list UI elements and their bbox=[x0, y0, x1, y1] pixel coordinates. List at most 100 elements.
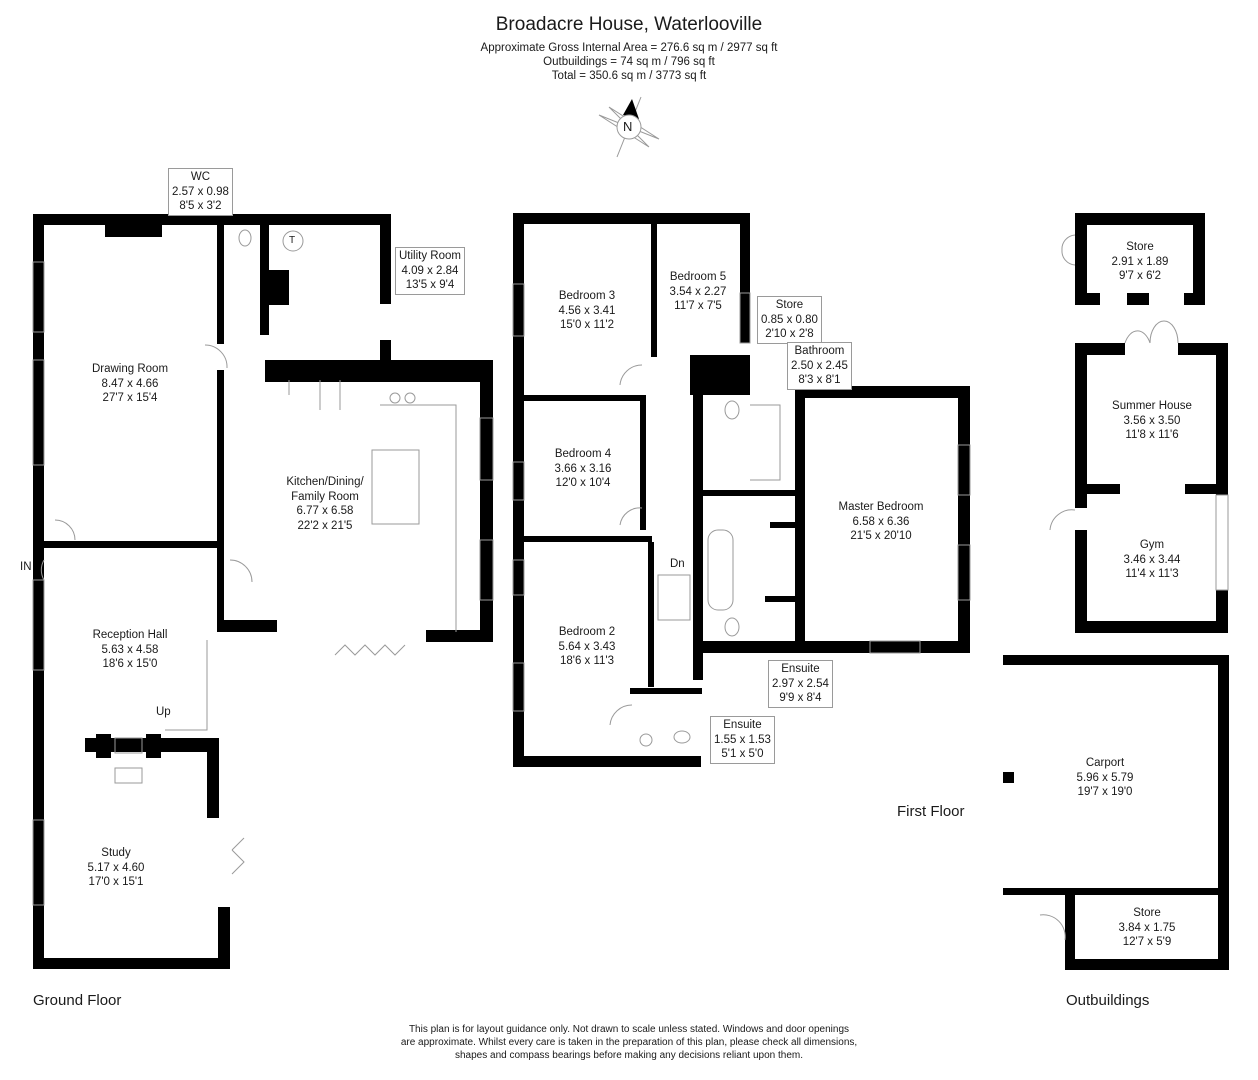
room-name: Ensuite bbox=[723, 719, 762, 731]
room-label-ensuite-master: Ensuite 2.97 x 2.54 9'9 x 8'4 bbox=[768, 660, 833, 708]
room-label-summer-house: Summer House 3.56 x 3.50 11'8 x 11'6 bbox=[1112, 399, 1192, 443]
room-dimensions-imperial: 18'6 x 15'0 bbox=[102, 658, 158, 670]
stairs-up-label: Up bbox=[156, 706, 171, 718]
room-dimensions-imperial: 18'6 x 11'3 bbox=[559, 655, 615, 667]
room-dimensions-imperial: 22'2 x 21'5 bbox=[297, 519, 353, 532]
room-dimensions-imperial: 21'5 x 20'10 bbox=[850, 530, 912, 542]
room-name: Store bbox=[775, 299, 804, 311]
room-name: Kitchen/Dining/ bbox=[286, 476, 364, 488]
disclaimer-line-3: shapes and compass bearings before makin… bbox=[455, 1050, 803, 1061]
room-label-bedroom-2: Bedroom 2 5.64 x 3.43 18'6 x 11'3 bbox=[559, 625, 616, 669]
room-name: Reception Hall bbox=[92, 629, 168, 641]
room-label-utility-room: Utility Room 4.09 x 2.84 13'5 x 9'4 bbox=[395, 247, 465, 295]
room-dimensions-imperial: 2'10 x 2'8 bbox=[765, 328, 814, 340]
room-label-store-outbuilding-2: Store 3.84 x 1.75 12'7 x 5'9 bbox=[1119, 906, 1176, 950]
room-label-store-outbuilding-1: Store 2.91 x 1.89 9'7 x 6'2 bbox=[1112, 240, 1169, 284]
plan-title: Broadacre House, Waterlooville bbox=[495, 14, 763, 35]
room-name: Drawing Room bbox=[91, 363, 169, 375]
room-dimensions-metric: 3.46 x 3.44 bbox=[1123, 553, 1181, 566]
compass-north-icon: N bbox=[623, 119, 633, 134]
room-dimensions-imperial: 9'7 x 6'2 bbox=[1118, 270, 1162, 282]
walls bbox=[33, 213, 1229, 970]
room-label-bedroom-3: Bedroom 3 4.56 x 3.41 15'0 x 11'2 bbox=[559, 289, 616, 333]
room-dimensions-metric: 3.84 x 1.75 bbox=[1118, 921, 1176, 934]
room-label-wc: WC 2.57 x 0.98 8'5 x 3'2 bbox=[168, 168, 233, 216]
room-dimensions-imperial: 11'7 x 7'5 bbox=[674, 300, 722, 312]
room-dimensions-metric: 3.66 x 3.16 bbox=[554, 462, 612, 475]
room-dimensions-metric: 4.56 x 3.41 bbox=[558, 304, 616, 317]
room-dimensions-imperial: 5'1 x 5'0 bbox=[721, 748, 764, 760]
room-dimensions-imperial: 8'5 x 3'2 bbox=[179, 200, 222, 212]
room-name: Study bbox=[101, 847, 131, 859]
room-name: Bedroom 4 bbox=[554, 448, 612, 460]
room-dimensions-metric: 5.63 x 4.58 bbox=[101, 643, 159, 656]
room-name: Utility Room bbox=[399, 250, 461, 262]
room-dimensions-metric: 2.50 x 2.45 bbox=[791, 359, 848, 372]
room-label-carport: Carport 5.96 x 5.79 19'7 x 19'0 bbox=[1077, 756, 1134, 800]
room-dimensions-metric: 5.96 x 5.79 bbox=[1076, 771, 1134, 784]
room-dimensions-metric: 6.77 x 6.58 bbox=[296, 505, 354, 517]
gross-internal-area: Approximate Gross Internal Area = 276.6 … bbox=[480, 42, 778, 54]
room-name: Bedroom 3 bbox=[558, 290, 616, 302]
room-label-bedroom-4: Bedroom 4 3.66 x 3.16 12'0 x 10'4 bbox=[555, 447, 612, 491]
room-dimensions-metric: 6.58 x 6.36 bbox=[852, 515, 910, 528]
fixtures-and-openings bbox=[32, 229, 1229, 941]
room-dimensions-metric: 1.55 x 1.53 bbox=[714, 733, 771, 746]
room-dimensions-metric: 2.57 x 0.98 bbox=[172, 185, 229, 198]
room-dimensions-metric: 8.47 x 4.66 bbox=[101, 377, 159, 390]
room-name: Bedroom 2 bbox=[558, 626, 616, 638]
room-dimensions-metric: 4.09 x 2.84 bbox=[401, 264, 459, 277]
room-label-study: Study 5.17 x 4.60 17'0 x 15'1 bbox=[88, 846, 145, 890]
room-dimensions-metric: 2.97 x 2.54 bbox=[772, 677, 829, 690]
room-name: Bathroom bbox=[794, 345, 845, 357]
room-name: Gym bbox=[1139, 539, 1165, 551]
room-dimensions-imperial: 8'3 x 8'1 bbox=[798, 374, 841, 386]
room-dimensions-imperial: 19'7 x 19'0 bbox=[1077, 786, 1133, 798]
outbuildings-area: Outbuildings = 74 sq m / 796 sq ft bbox=[543, 56, 715, 68]
disclaimer-line-2: are approximate. Whilst every care is ta… bbox=[400, 1037, 858, 1048]
room-dimensions-imperial: 12'0 x 10'4 bbox=[555, 477, 611, 489]
room-label-bathroom: Bathroom 2.50 x 2.45 8'3 x 8'1 bbox=[787, 342, 852, 390]
room-name: Store bbox=[1126, 241, 1154, 253]
room-label-store-first-floor: Store 0.85 x 0.80 2'10 x 2'8 bbox=[757, 296, 822, 344]
room-dimensions-metric: 0.85 x 0.80 bbox=[761, 313, 818, 326]
room-name: Summer House bbox=[1112, 400, 1192, 412]
room-name: Ensuite bbox=[781, 663, 820, 675]
room-dimensions-metric: 5.64 x 3.43 bbox=[558, 640, 616, 653]
room-dimensions-metric: 5.17 x 4.60 bbox=[87, 861, 145, 874]
room-name: Bedroom 5 bbox=[669, 271, 727, 283]
room-label-kitchen-dining-family-room: Kitchen/Dining/ Family Room 6.77 x 6.58 … bbox=[286, 475, 363, 533]
room-label-ensuite-bedroom-2: Ensuite 1.55 x 1.53 5'1 x 5'0 bbox=[710, 716, 775, 764]
room-dimensions-imperial: 17'0 x 15'1 bbox=[88, 876, 144, 888]
disclaimer-line-1: This plan is for layout guidance only. N… bbox=[408, 1024, 850, 1035]
room-name: Carport bbox=[1085, 757, 1125, 769]
room-label-master-bedroom: Master Bedroom 6.58 x 6.36 21'5 x 20'10 bbox=[838, 500, 923, 544]
room-name: Master Bedroom bbox=[838, 501, 924, 513]
room-name: WC bbox=[190, 171, 211, 183]
room-dimensions-imperial: 11'4 x 11'3 bbox=[1125, 568, 1179, 580]
compass-rose bbox=[598, 96, 660, 158]
room-dimensions-imperial: 13'5 x 9'4 bbox=[405, 279, 455, 291]
room-name-line-2: Family Room bbox=[291, 490, 359, 503]
room-label-reception-hall: Reception Hall 5.63 x 4.58 18'6 x 15'0 bbox=[93, 628, 168, 672]
ground-floor-label: Ground Floor bbox=[33, 992, 122, 1009]
entrance-label: IN bbox=[20, 561, 32, 573]
room-dimensions-metric: 3.54 x 2.27 bbox=[669, 285, 727, 298]
room-dimensions-imperial: 27'7 x 15'4 bbox=[102, 392, 158, 404]
room-dimensions-imperial: 9'9 x 8'4 bbox=[779, 692, 822, 704]
room-dimensions-imperial: 11'8 x 11'6 bbox=[1125, 429, 1179, 441]
room-dimensions-imperial: 15'0 x 11'2 bbox=[559, 319, 615, 331]
room-dimensions-metric: 3.56 x 3.50 bbox=[1123, 414, 1181, 427]
total-area: Total = 350.6 sq m / 3773 sq ft bbox=[551, 70, 707, 82]
room-name: Store bbox=[1133, 907, 1161, 919]
room-dimensions-metric: 2.91 x 1.89 bbox=[1111, 255, 1169, 268]
tank-icon: T bbox=[289, 235, 296, 246]
room-label-gym: Gym 3.46 x 3.44 11'4 x 11'3 bbox=[1124, 538, 1181, 582]
outbuildings-label: Outbuildings bbox=[1066, 992, 1150, 1009]
first-floor-label: First Floor bbox=[897, 803, 965, 820]
room-label-drawing-room: Drawing Room 8.47 x 4.66 27'7 x 15'4 bbox=[92, 362, 168, 406]
room-label-bedroom-5: Bedroom 5 3.54 x 2.27 11'7 x 7'5 bbox=[670, 270, 727, 314]
room-dimensions-imperial: 12'7 x 5'9 bbox=[1122, 936, 1172, 948]
stairs-down-label: Dn bbox=[670, 558, 685, 570]
